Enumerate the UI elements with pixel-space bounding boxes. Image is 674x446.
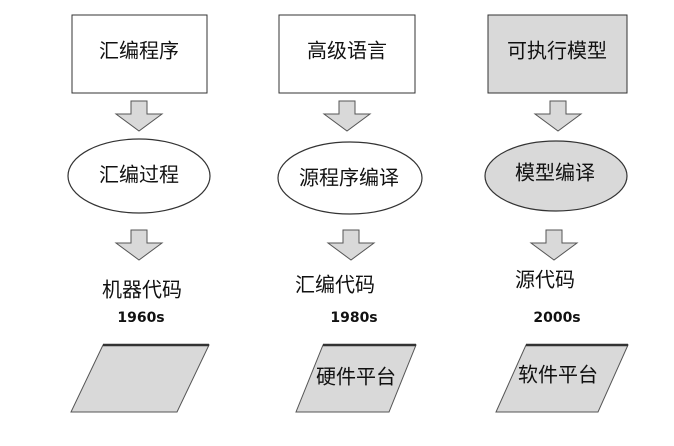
output-label-3: 源代码 [515,268,575,292]
down-arrow-icon [114,100,164,132]
down-arrow-icon [114,229,164,261]
down-arrow-icon [326,229,376,261]
down-arrow-icon [322,100,372,132]
down-arrow-icon [529,229,579,261]
process-label-1: 汇编过程 [99,163,179,187]
process-ellipse-3 [484,140,628,212]
year-label-3: 2000s [533,310,580,326]
year-label-2: 1980s [330,310,377,326]
year-label-1: 1960s [117,310,164,326]
process-label-3: 模型编译 [515,161,595,185]
platform-label-2: 硬件平台 [316,365,396,389]
source-box-2 [278,14,416,94]
output-label-2: 汇编代码 [295,273,375,297]
column-3: 可执行模型 模型编译 源代码 2000s 软件平台 [484,14,629,413]
source-label-3: 可执行模型 [507,39,607,63]
column-2: 高级语言 源程序编译 汇编代码 1980s 硬件平台 [277,14,423,413]
source-box-3 [487,14,628,94]
source-box-1 [71,14,208,94]
source-label-2: 高级语言 [307,39,387,63]
down-arrow-icon [533,100,583,132]
process-label-2: 源程序编译 [299,166,399,190]
process-ellipse-2 [277,141,423,215]
platform-parallelogram-1 [70,344,210,413]
platform-label-3: 软件平台 [518,363,598,387]
source-label-1: 汇编程序 [99,39,179,63]
output-label-1: 机器代码 [102,278,182,302]
process-ellipse-1 [67,138,211,214]
column-1: 汇编程序 汇编过程 机器代码 1960s [67,14,211,413]
